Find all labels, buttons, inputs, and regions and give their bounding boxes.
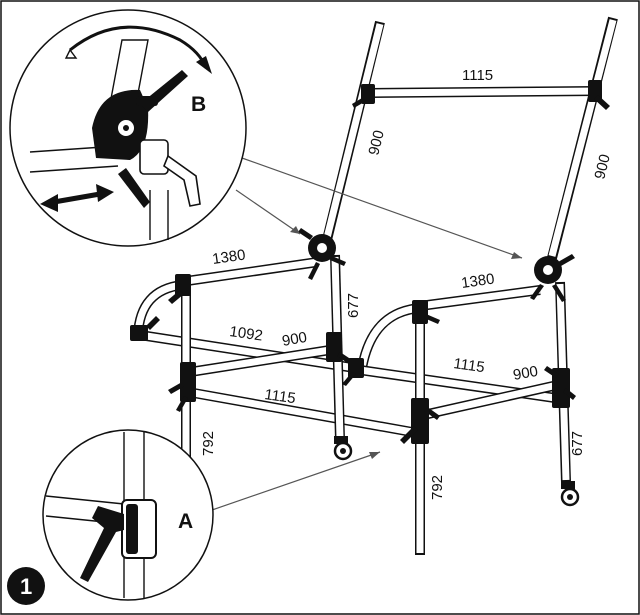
dim-center-900: 900 bbox=[281, 329, 309, 350]
dimension-labels: 1115 900 900 1380 1380 677 677 1092 900 … bbox=[200, 67, 614, 500]
callout-a-label: A bbox=[178, 510, 193, 533]
dim-right-lower-vertical: 677 bbox=[569, 431, 586, 456]
dim-top-bar: 1115 bbox=[462, 67, 493, 84]
detail-b: B bbox=[9, 9, 247, 247]
leader-lines bbox=[211, 157, 523, 511]
dim-left-leg: 792 bbox=[200, 431, 217, 456]
dim-left-upright-upper: 900 bbox=[365, 129, 388, 157]
top-frame bbox=[320, 16, 618, 260]
dim-front-crossbar: 1115 bbox=[263, 386, 296, 407]
dim-right-upright-upper: 900 bbox=[591, 153, 614, 181]
callout-b-label: B bbox=[191, 93, 206, 116]
dim-front-right-leg: 792 bbox=[429, 475, 446, 500]
detail-a: A bbox=[42, 429, 214, 601]
dim-right-arm: 1380 bbox=[460, 270, 495, 291]
dim-left-arm: 1380 bbox=[211, 246, 246, 267]
step-badge: 1 bbox=[7, 567, 45, 605]
dim-right-side-900: 900 bbox=[512, 363, 540, 384]
base-frame bbox=[130, 228, 580, 555]
dim-back-crossbar: 1115 bbox=[452, 355, 485, 376]
step-badge-circle bbox=[7, 567, 45, 605]
step-number: 1 bbox=[20, 574, 32, 599]
dim-front-depth: 1092 bbox=[228, 323, 263, 344]
dim-mid-left-vertical: 677 bbox=[345, 293, 362, 318]
